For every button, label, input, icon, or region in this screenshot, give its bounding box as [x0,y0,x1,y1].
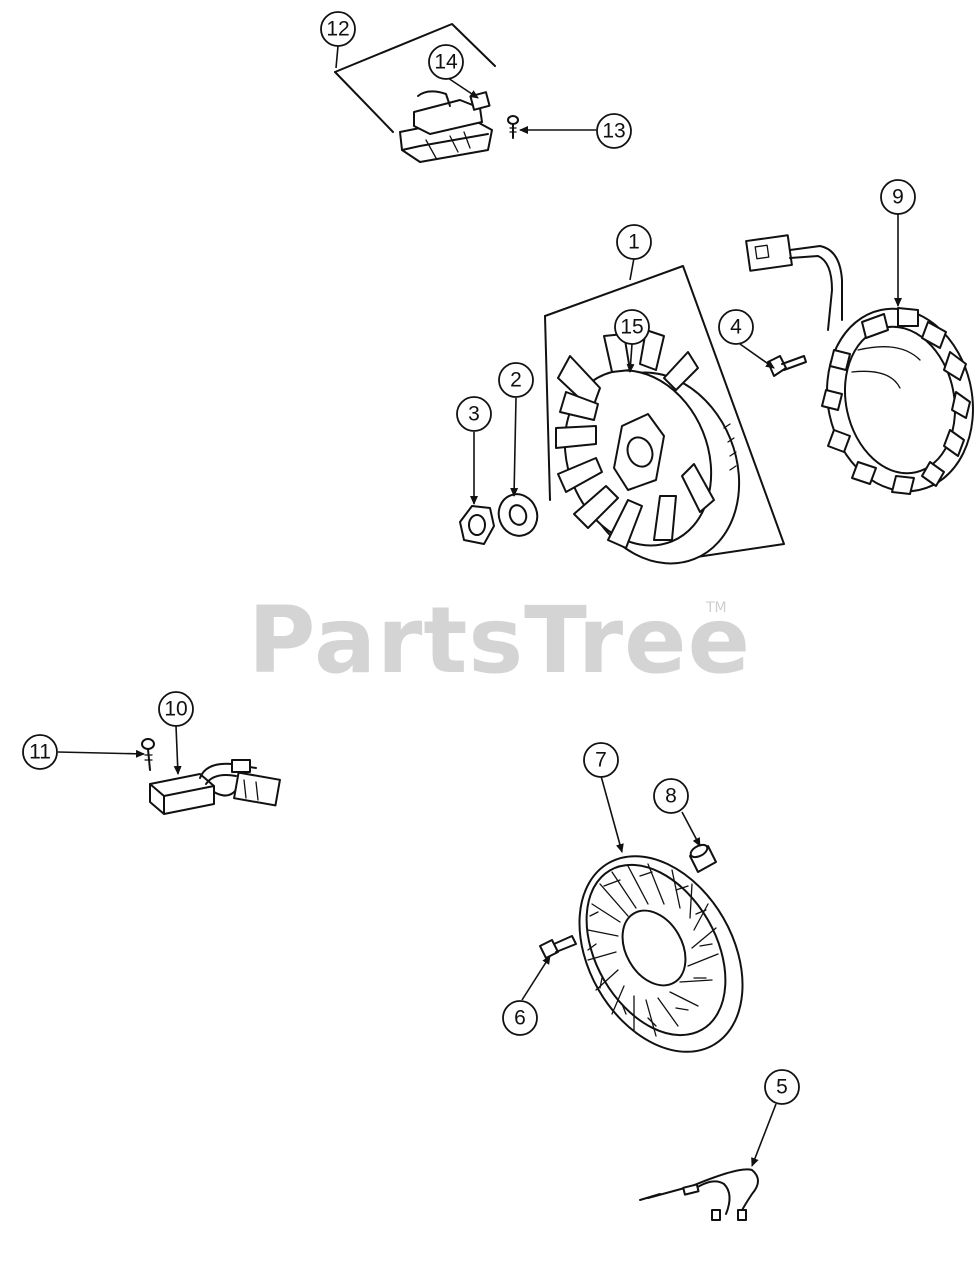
washer-drawing [497,493,539,537]
callout-13: 13 [596,113,632,149]
pin-8-drawing [689,843,717,873]
fan-drawing [578,855,744,1053]
callout-10-label: 10 [164,698,187,721]
ignition-module-drawing [141,738,281,815]
callout-8-label: 8 [665,785,677,808]
watermark-trademark: TM [705,600,727,616]
screw-13-drawing [507,115,519,139]
callout-14: 14 [428,44,464,80]
callout-6-label: 6 [514,1007,526,1030]
harness-5-drawing [639,1168,759,1221]
callout-3: 3 [456,396,492,432]
callout-5: 5 [764,1069,800,1105]
callout-6: 6 [502,1000,538,1036]
bolt-4-drawing [767,355,807,377]
callout-7: 7 [583,742,619,778]
callout-5-label: 5 [776,1076,788,1099]
callout-2-label: 2 [510,369,522,392]
callout-9-label: 9 [892,186,904,209]
callout-14-label: 14 [434,51,458,74]
callout-3-label: 3 [468,403,480,426]
callout-10: 10 [158,691,194,727]
partstree-watermark: PartsTree TM [248,587,751,694]
bolt-6-drawing [539,935,577,959]
callout-1-label: 1 [628,231,640,254]
callout-11-label: 11 [29,741,51,764]
callout-4: 4 [718,309,754,345]
watermark-brand: PartsTree [248,587,751,694]
callout-13-label: 13 [602,120,625,143]
stator-drawing [745,234,974,495]
callout-15: 15 [614,309,650,345]
switch-assembly-drawing [334,23,519,163]
callout-7-label: 7 [595,749,607,772]
callout-9: 9 [880,179,916,215]
callout-12-label: 12 [326,18,349,41]
callout-1: 1 [616,224,652,260]
callout-2: 2 [498,362,534,398]
callout-8: 8 [653,778,689,814]
flywheel-drawing [544,265,785,565]
callout-4-label: 4 [730,316,742,339]
nut-drawing [459,505,495,545]
callout-12: 12 [320,11,356,47]
callout-11: 11 [22,734,58,770]
callout-leaders [57,45,902,1167]
callout-15-label: 15 [620,316,643,339]
